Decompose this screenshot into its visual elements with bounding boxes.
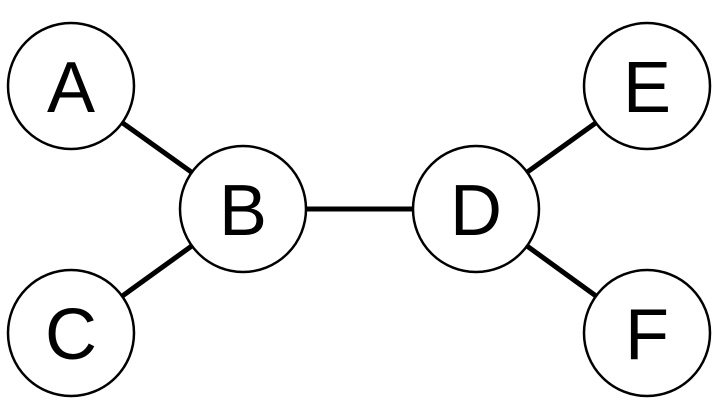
node-f-label: F <box>625 295 669 375</box>
node-c-label: C <box>45 295 97 375</box>
node-d: D <box>411 144 541 274</box>
edges-layer <box>69 83 649 336</box>
node-e-circle <box>582 21 712 151</box>
node-b: B <box>178 144 308 274</box>
nodes-layer: A B C D E F <box>6 21 712 398</box>
node-c: C <box>6 268 136 398</box>
node-b-label: B <box>219 171 267 251</box>
node-e: E <box>582 21 712 151</box>
node-e-label: E <box>623 48 671 128</box>
node-f: F <box>582 268 712 398</box>
node-a-label: A <box>47 48 95 128</box>
node-f-circle <box>582 268 712 398</box>
node-a-circle <box>6 21 136 151</box>
node-a: A <box>6 21 136 151</box>
node-b-circle <box>178 144 308 274</box>
node-c-circle <box>6 268 136 398</box>
node-d-circle <box>411 144 541 274</box>
node-d-label: D <box>450 171 502 251</box>
